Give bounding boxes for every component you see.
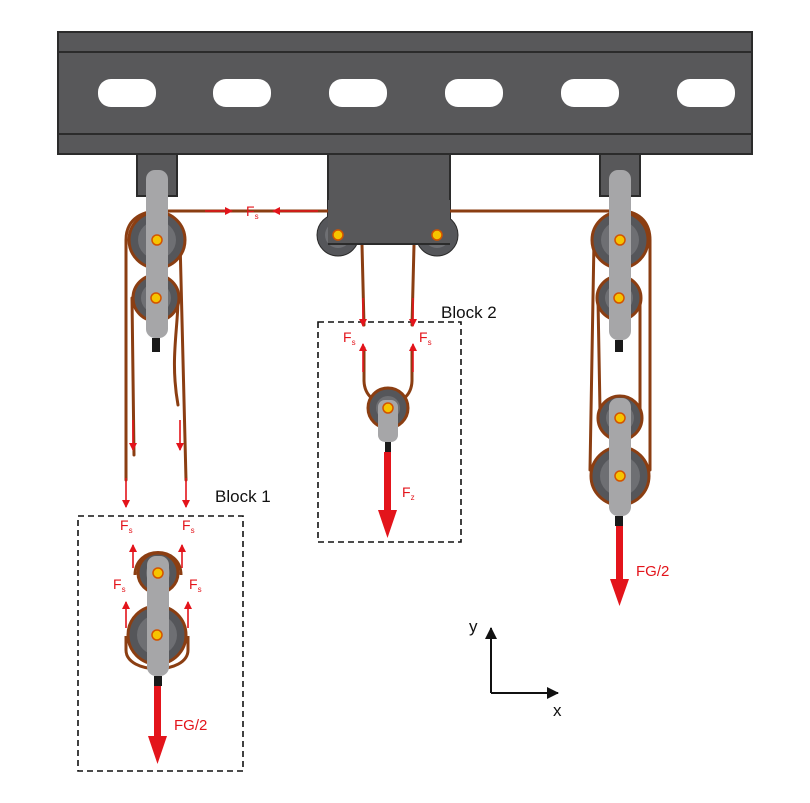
force-label: Fs	[189, 576, 202, 594]
center-fixed-pulleys	[316, 200, 459, 257]
force-label: Fs	[246, 203, 259, 221]
force-label: Fs	[419, 329, 432, 347]
force-labels: Fs Fs Fs Fs Fs Fs Fs Fz FG/2 FG/2	[113, 203, 669, 734]
left-fixed-pulley-assembly	[127, 170, 187, 352]
block1-pulley-assembly	[124, 551, 190, 686]
pin	[332, 229, 344, 241]
block2-label: Block 2	[441, 303, 497, 322]
pin	[151, 234, 163, 246]
force-label: Fs	[182, 517, 195, 535]
ceiling-beam	[57, 31, 753, 155]
force-arrows	[122, 207, 417, 628]
block2-boundary	[317, 321, 462, 543]
block1-label: Block 1	[215, 487, 271, 506]
pin	[150, 292, 162, 304]
force-label: Fs	[343, 329, 356, 347]
beam-slots	[98, 79, 735, 107]
force-label: Fs	[113, 576, 126, 594]
block2-pulley	[366, 386, 410, 452]
force-label: Fs	[120, 517, 133, 535]
weight-arrows	[148, 452, 629, 764]
pin	[431, 229, 443, 241]
force-label-z: Fz	[402, 484, 415, 502]
coordinate-axes: x y	[469, 617, 562, 720]
y-axis-label: y	[469, 617, 478, 636]
pulley-arm	[146, 170, 168, 338]
weight-label-block1: FG/2	[174, 717, 207, 734]
right-pulley-assembly	[589, 170, 651, 526]
x-axis-label: x	[553, 701, 562, 720]
block1-boundary	[77, 515, 244, 772]
weight-label-right: FG/2	[636, 563, 669, 580]
